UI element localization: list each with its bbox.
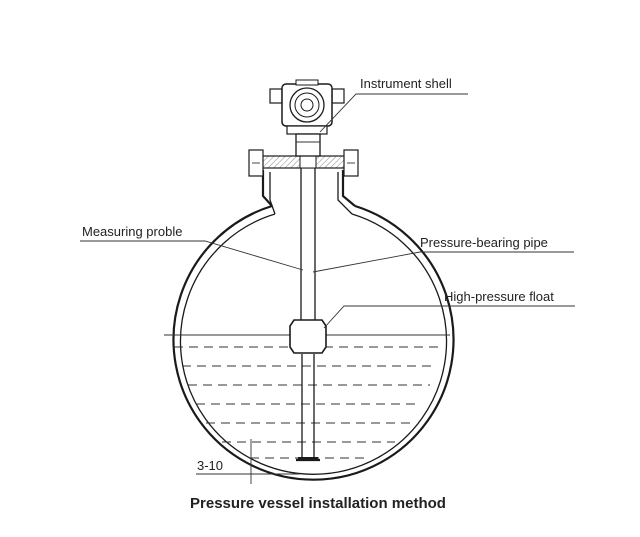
callout-measuring-probe: Measuring proble [80, 224, 304, 271]
label-pressure-pipe: Pressure-bearing pipe [420, 235, 548, 250]
mounting-flange [248, 149, 359, 177]
callout-pressure-pipe: Pressure-bearing pipe [312, 235, 574, 273]
instrument-shell [269, 79, 345, 157]
high-pressure-float [289, 319, 327, 354]
callout-instrument-shell: Instrument shell [319, 76, 468, 133]
pressure-vessel [172, 170, 455, 481]
callout-dimension: 3-10 [196, 439, 300, 484]
label-dimension: 3-10 [197, 458, 223, 473]
callout-float: High-pressure float [323, 289, 575, 329]
label-measuring-probe: Measuring proble [82, 224, 182, 239]
pressure-bearing-pipe [296, 168, 320, 462]
label-instrument-shell: Instrument shell [360, 76, 452, 91]
diagram-caption: Pressure vessel installation method [190, 495, 446, 512]
label-float: High-pressure float [444, 289, 554, 304]
